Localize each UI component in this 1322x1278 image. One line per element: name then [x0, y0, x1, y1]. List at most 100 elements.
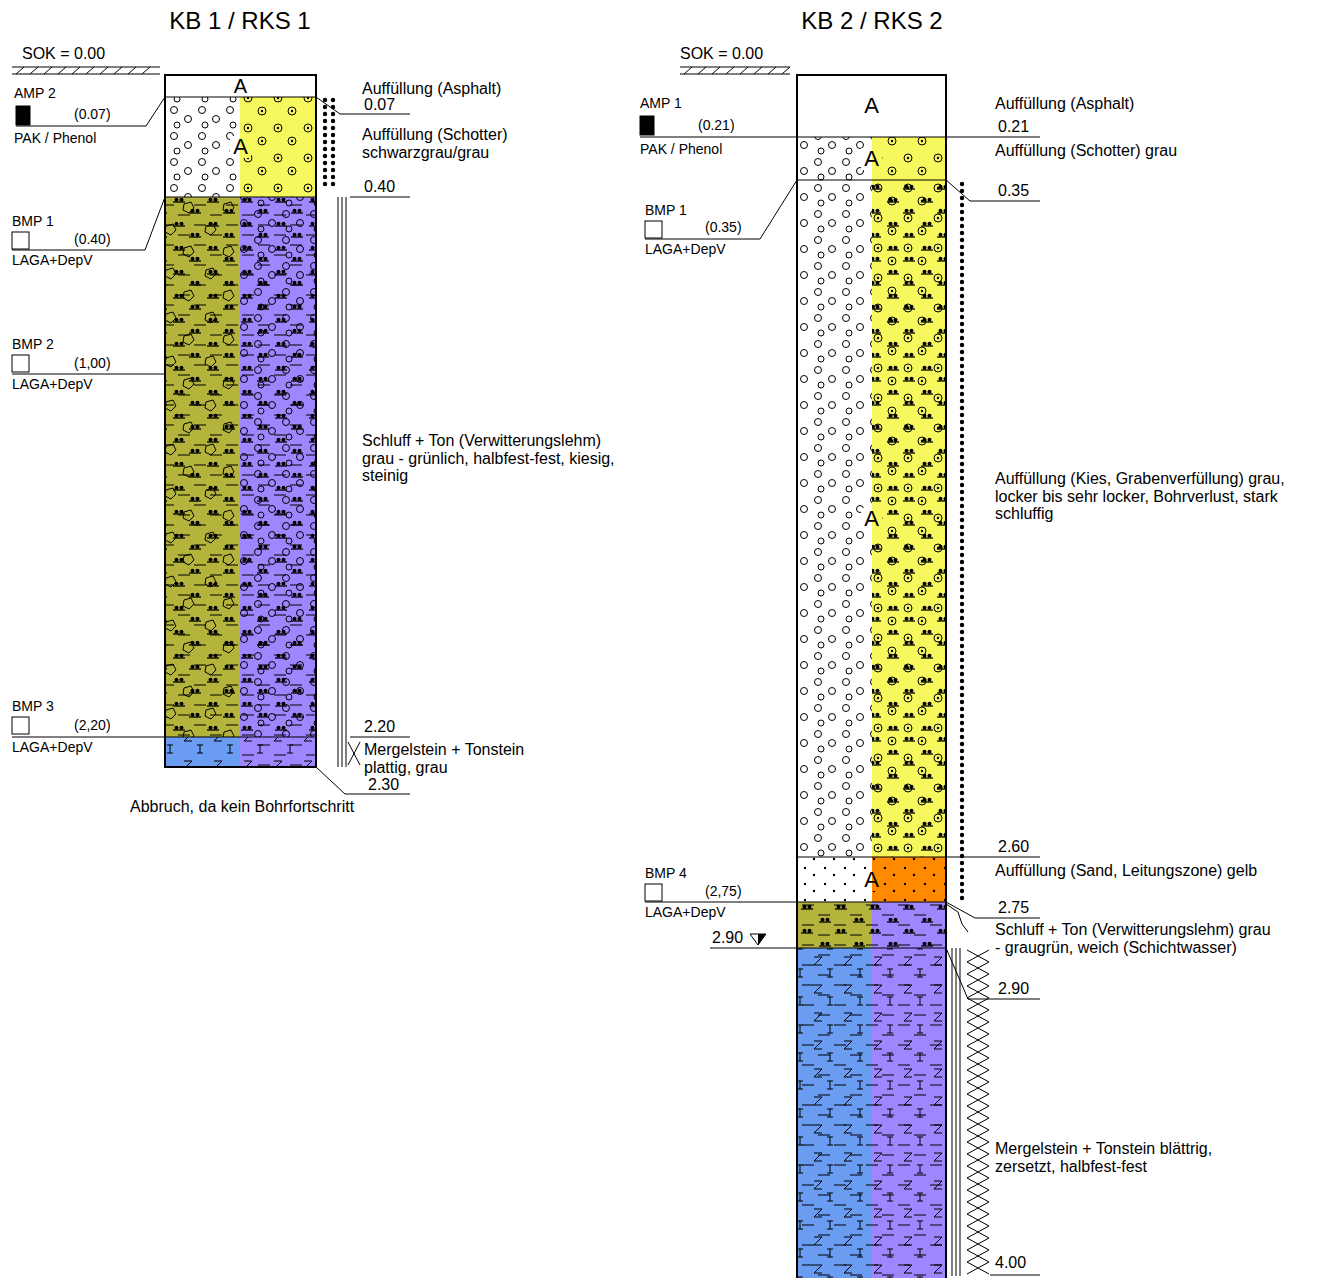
annotation: Abbruch, da kein Bohrfortschritt: [130, 798, 354, 816]
soil-sample-marker: [12, 232, 29, 249]
moisture-dot: [960, 189, 964, 193]
mixed-sample-marker: [640, 116, 654, 135]
fill-layer-band: A: [797, 75, 946, 137]
moisture-dot: [960, 273, 964, 277]
moisture-dot: [960, 196, 964, 200]
moisture-dot: [960, 252, 964, 256]
annotation: AMP 1: [640, 96, 682, 111]
soil-symbol: [797, 902, 872, 948]
annotation: Auffüllung (Asphalt): [362, 80, 501, 98]
leader-line: [12, 374, 165, 375]
ground-hatch: [142, 67, 150, 74]
moisture-dot: [960, 434, 964, 438]
soft-consistency-line: [946, 904, 968, 932]
moisture-dot: [960, 322, 964, 326]
moisture-dot: [960, 203, 964, 207]
moisture-dot: [960, 259, 964, 263]
moisture-dot: [960, 833, 964, 837]
groundwater-symbol: [758, 934, 766, 945]
moisture-dot: [960, 231, 964, 235]
groundwater-symbol: [750, 934, 766, 945]
annotation: 0.07: [364, 96, 395, 114]
ground-hatch: [128, 67, 136, 74]
moisture-dot: [331, 119, 335, 123]
soil-layer: [797, 75, 946, 137]
moisture-dot: [960, 672, 964, 676]
moisture-dot: [960, 763, 964, 767]
moisture-dot: [960, 483, 964, 487]
annotation: PAK / Phenol: [14, 131, 96, 146]
moisture-dot: [323, 154, 327, 158]
moisture-dot: [960, 819, 964, 823]
ground-hatch: [684, 67, 692, 74]
annotation: LAGA+DepV: [12, 740, 93, 755]
moisture-dot: [960, 805, 964, 809]
soil-symbol: [165, 197, 240, 737]
moisture-dot: [960, 497, 964, 501]
moisture-dot: [960, 609, 964, 613]
moisture-dot: [323, 98, 327, 102]
moisture-dot: [960, 581, 964, 585]
ground-hatch: [58, 67, 66, 74]
soil-sample-marker: [12, 717, 29, 734]
soil-symbol: [797, 948, 872, 1278]
moisture-dot: [323, 105, 327, 109]
moisture-dot: [960, 392, 964, 396]
moisture-dot: [960, 553, 964, 557]
moisture-dot: [960, 812, 964, 816]
moisture-dot: [960, 756, 964, 760]
ground-hatch: [30, 67, 38, 74]
moisture-dot: [960, 826, 964, 830]
layer-description: Auffüllung (Sand, Leitungszone) gelb: [995, 862, 1265, 880]
moisture-dot: [960, 427, 964, 431]
annotation: 2.90: [998, 980, 1029, 998]
moisture-dot: [960, 896, 964, 900]
soil-symbol: [165, 197, 240, 737]
fill-mark: A: [231, 76, 250, 96]
moisture-dot: [960, 266, 964, 270]
soil-layer: [872, 137, 946, 180]
layer-boundary: [797, 180, 946, 181]
moisture-dot: [331, 175, 335, 179]
fill-mark: A: [861, 869, 882, 891]
annotation: LAGA+DepV: [645, 242, 726, 257]
annotation: 0.21: [998, 118, 1029, 136]
moisture-dot: [960, 637, 964, 641]
soil-layer: [165, 737, 240, 767]
ground-hatch: [698, 67, 706, 74]
borehole-title: KB 1 / RKS 1: [150, 8, 330, 34]
moisture-dot: [331, 168, 335, 172]
soil-symbol: [872, 857, 946, 902]
moisture-dot: [331, 161, 335, 165]
annotation: AMP 2: [14, 86, 56, 101]
annotation: (0.40): [74, 232, 111, 247]
fill-mark: A: [861, 95, 882, 117]
leader-line: [12, 737, 165, 738]
leader-line: [350, 737, 410, 738]
moisture-dot: [960, 315, 964, 319]
annotation: 0.35: [998, 182, 1029, 200]
moisture-dot: [331, 126, 335, 130]
moisture-dot: [960, 406, 964, 410]
annotation: 2.90: [712, 929, 743, 947]
moisture-dot: [960, 749, 964, 753]
moisture-dot: [331, 140, 335, 144]
moisture-dot: [331, 147, 335, 151]
ground-hatch: [114, 67, 122, 74]
soil-symbol: [165, 97, 240, 197]
leader-line: [12, 197, 165, 250]
moisture-dot: [331, 112, 335, 116]
soil-symbol: [240, 737, 316, 767]
moisture-dot: [960, 679, 964, 683]
soil-layer: [240, 97, 316, 197]
annotation: 2.60: [998, 838, 1029, 856]
soil-symbol: [797, 948, 872, 1278]
moisture-dot: [323, 112, 327, 116]
moisture-dot: [960, 343, 964, 347]
soil-layer: [872, 857, 946, 902]
moisture-dot: [960, 399, 964, 403]
moisture-dot: [960, 847, 964, 851]
moisture-dot: [960, 595, 964, 599]
leader-line: [645, 902, 797, 903]
soil-symbol: [240, 197, 316, 737]
